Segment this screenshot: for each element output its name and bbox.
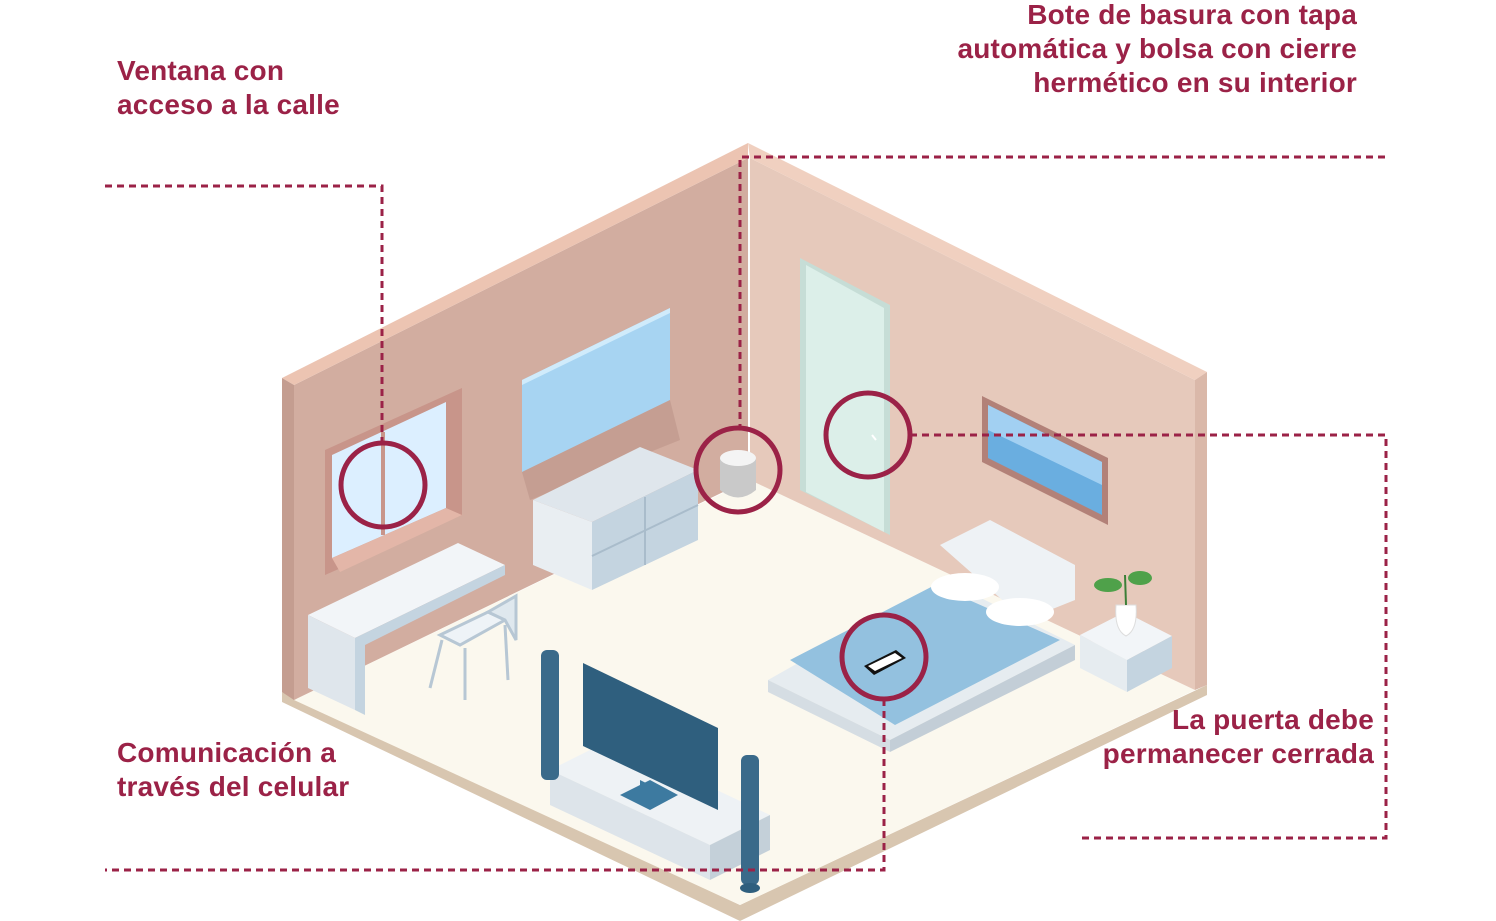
phone-callout: Comunicación a través del celular — [117, 736, 349, 804]
window-callout: Ventana con acceso a la calle — [117, 54, 340, 122]
phone-highlight-circle — [839, 612, 929, 702]
speaker-icon — [541, 650, 760, 893]
wall-picture-icon — [982, 396, 1108, 525]
trash-callout: Bote de basura con tapa automática y bol… — [957, 0, 1357, 100]
plant-icon — [1094, 571, 1152, 637]
door-icon — [800, 258, 890, 535]
callout-line: La puerta debe — [1172, 704, 1374, 735]
callout-line: Comunicación a — [117, 737, 337, 768]
phone-leader — [105, 699, 886, 872]
trash-highlight-circle — [693, 425, 783, 515]
window-leader — [105, 184, 384, 443]
left-wall-side — [282, 378, 294, 700]
callout-line: automática y bolsa con cierre — [957, 33, 1357, 64]
callout-line: Bote de basura con tapa — [1027, 0, 1357, 30]
cellphone-icon — [864, 650, 906, 675]
right-wall-side — [1195, 372, 1207, 690]
left-wall-top — [282, 143, 748, 385]
tv-icon — [583, 663, 718, 810]
callout-line: acceso a la calle — [117, 89, 340, 120]
wall-painting-icon — [522, 308, 680, 500]
left-wall — [294, 158, 748, 700]
callout-line: permanecer cerrada — [1102, 738, 1374, 769]
door-leader — [910, 433, 1388, 840]
window-icon — [325, 388, 462, 575]
desk-icon — [308, 543, 505, 715]
callout-line: Ventana con — [117, 55, 285, 86]
dresser-icon — [533, 447, 699, 590]
door-highlight-circle — [823, 390, 913, 480]
callout-line: través del celular — [117, 771, 350, 802]
window-highlight-circle — [338, 440, 428, 530]
chair-icon — [428, 593, 518, 700]
leader-lines — [105, 155, 1388, 872]
trash-bin-icon — [720, 450, 756, 498]
door-callout: La puerta debe permanecer cerrada — [1103, 703, 1374, 771]
right-wall-top — [748, 143, 1207, 380]
callout-line: hermético en su interior — [1033, 67, 1357, 98]
